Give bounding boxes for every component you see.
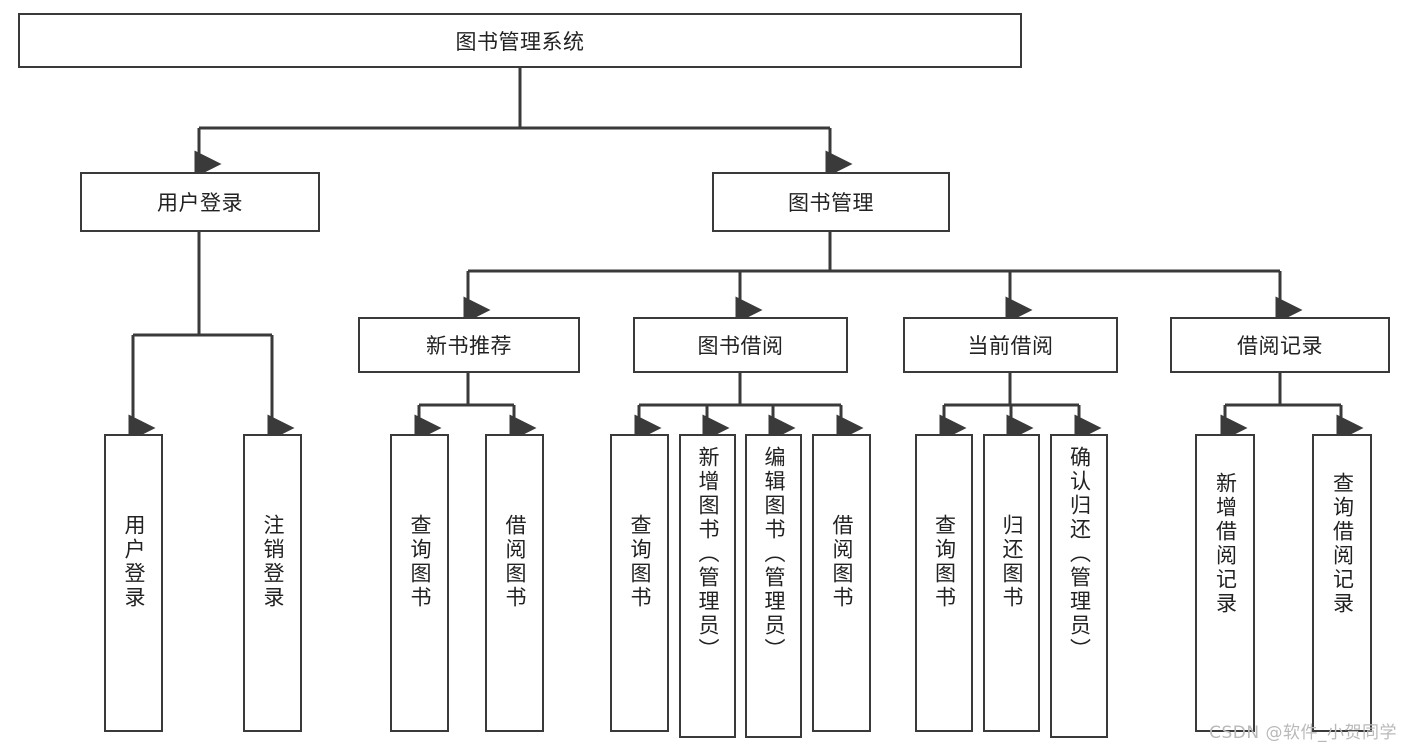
node-current-borrow[interactable]: 当前借阅 — [903, 317, 1118, 373]
node-book-borrow[interactable]: 图书借阅 — [633, 317, 848, 373]
leaf-user-logout[interactable]: 注销登录 — [243, 434, 302, 732]
leaf-user-login-label: 用户登录 — [122, 514, 146, 610]
node-user-login[interactable]: 用户登录 — [80, 172, 320, 232]
node-new-book-recommend[interactable]: 新书推荐 — [358, 317, 580, 373]
leaf-query-book-3-label: 查询图书 — [932, 514, 957, 610]
leaf-confirm-return-label: 确认归还（管理员） — [1067, 446, 1092, 662]
leaf-user-login[interactable]: 用户登录 — [104, 434, 163, 732]
leaf-query-book-2[interactable]: 查询图书 — [610, 434, 669, 732]
leaf-return-book[interactable]: 归还图书 — [983, 434, 1040, 732]
leaf-borrow-book-1-label: 借阅图书 — [503, 514, 527, 610]
watermark-text: CSDN @软件_小贺同学 — [1209, 723, 1397, 743]
leaf-query-book-1[interactable]: 查询图书 — [390, 434, 449, 732]
leaf-add-record-label: 新增借阅记录 — [1213, 472, 1238, 616]
node-root-system[interactable]: 图书管理系统 — [18, 13, 1022, 68]
leaf-add-book-label: 新增图书（管理员） — [696, 446, 720, 662]
leaf-borrow-book-1[interactable]: 借阅图书 — [485, 434, 544, 732]
leaf-add-book[interactable]: 新增图书（管理员） — [679, 434, 736, 738]
leaf-confirm-return[interactable]: 确认归还（管理员） — [1050, 434, 1108, 738]
leaf-user-logout-label: 注销登录 — [261, 514, 285, 610]
leaf-edit-book-label: 编辑图书（管理员） — [762, 446, 786, 662]
leaf-query-book-2-label: 查询图书 — [628, 514, 652, 610]
leaf-return-book-label: 归还图书 — [1000, 514, 1024, 610]
node-borrow-record[interactable]: 借阅记录 — [1170, 317, 1390, 373]
leaf-add-record[interactable]: 新增借阅记录 — [1195, 434, 1255, 732]
leaf-borrow-book-2[interactable]: 借阅图书 — [812, 434, 871, 732]
leaf-query-book-1-label: 查询图书 — [408, 514, 432, 610]
leaf-borrow-book-2-label: 借阅图书 — [830, 514, 854, 610]
leaf-edit-book[interactable]: 编辑图书（管理员） — [745, 434, 802, 738]
leaf-query-record-label: 查询借阅记录 — [1330, 472, 1355, 616]
node-book-management[interactable]: 图书管理 — [712, 172, 950, 232]
leaf-query-record[interactable]: 查询借阅记录 — [1312, 434, 1372, 732]
leaf-query-book-3[interactable]: 查询图书 — [915, 434, 973, 732]
